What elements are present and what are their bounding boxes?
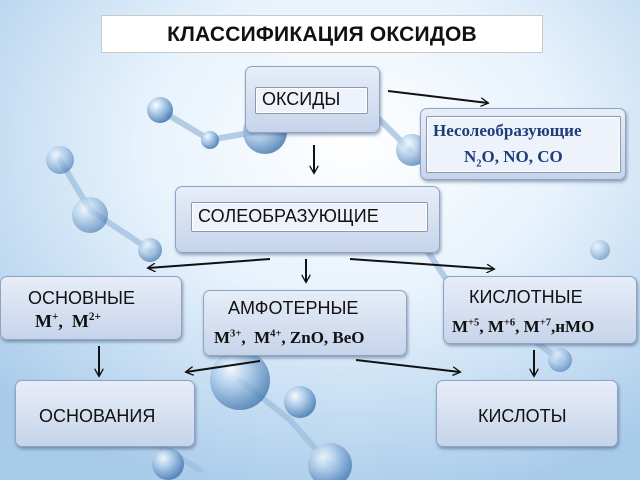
salt-forming-label: СОЛЕОБРАЗУЮЩИЕ xyxy=(198,206,379,226)
amphoteric-oxides-box: АМФОТЕРНЫЕ M3+, M4+, ZnO, BeO xyxy=(203,290,407,356)
amphoteric-oxides-formula: M3+, M4+, ZnO, BeO xyxy=(214,328,365,347)
bases-box: ОСНОВАНИЯ xyxy=(15,380,195,447)
salt-forming-label-frame xyxy=(191,202,428,232)
page-title: КЛАССИФИКАЦИЯ ОКСИДОВ xyxy=(101,15,543,53)
bases-label: ОСНОВАНИЯ xyxy=(39,406,156,426)
oxides-label-frame xyxy=(255,87,368,114)
amphoteric-oxides-label: АМФОТЕРНЫЕ xyxy=(228,298,359,318)
basic-oxides-box: ОСНОВНЫЕ M+, M2+ xyxy=(0,276,182,340)
basic-oxides-formula: M+, M2+ xyxy=(35,311,101,331)
non-salt-forming-frame xyxy=(426,116,621,173)
oxides-box: ОКСИДЫ xyxy=(245,66,380,133)
acids-box: КИСЛОТЫ xyxy=(436,380,618,447)
basic-oxides-label: ОСНОВНЫЕ xyxy=(28,288,135,308)
acidic-oxides-formula: M+5, M+6, M+7,нMO xyxy=(452,317,595,336)
non-salt-forming-label: Несолеобразующие xyxy=(433,121,582,140)
non-salt-forming-box: Несолеобразующие N2O, NO, CO xyxy=(420,108,626,180)
non-salt-forming-formulas: N2O, NO, CO xyxy=(464,147,563,170)
acids-label: КИСЛОТЫ xyxy=(478,406,567,426)
acidic-oxides-label: КИСЛОТНЫЕ xyxy=(469,287,583,307)
acidic-oxides-box: КИСЛОТНЫЕ M+5, M+6, M+7,нMO xyxy=(443,276,637,344)
oxides-label: ОКСИДЫ xyxy=(262,89,341,109)
salt-forming-box: СОЛЕОБРАЗУЮЩИЕ xyxy=(175,186,440,253)
